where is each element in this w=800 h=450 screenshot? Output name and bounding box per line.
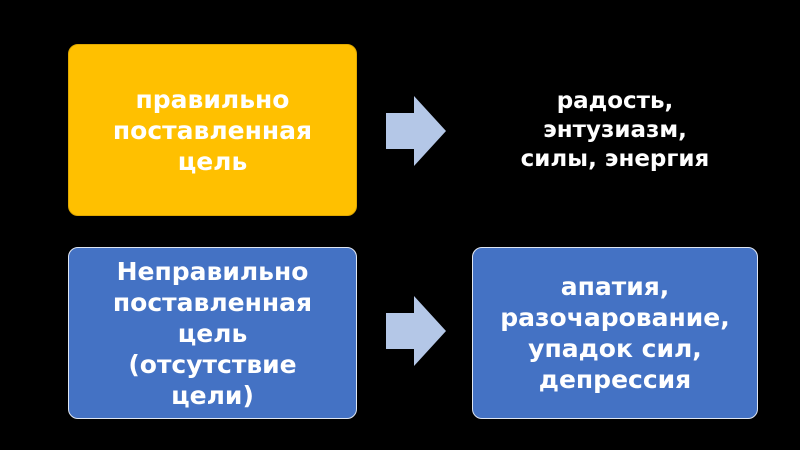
correct-goal-box: правильно поставленная цель — [68, 44, 357, 216]
negative-result-text: апатия, разочарование, упадок сил, депре… — [500, 272, 730, 394]
positive-result-text: радость, энтузиазм, силы, энергия — [472, 44, 758, 216]
negative-result-box: апатия, разочарование, упадок сил, депре… — [472, 247, 758, 419]
incorrect-goal-text: Неправильно поставленная цель (отсутстви… — [112, 256, 313, 410]
correct-goal-text: правильно поставленная цель — [112, 84, 313, 176]
positive-result-label: радость, энтузиазм, силы, энергия — [520, 87, 710, 172]
right-arrow-icon — [386, 96, 446, 166]
right-arrow-icon — [386, 296, 446, 366]
incorrect-goal-box: Неправильно поставленная цель (отсутстви… — [68, 247, 357, 419]
